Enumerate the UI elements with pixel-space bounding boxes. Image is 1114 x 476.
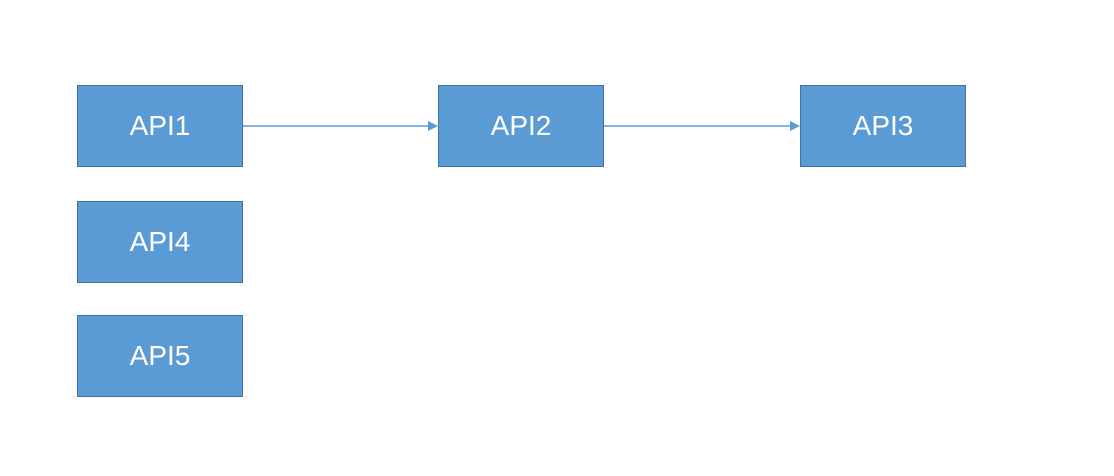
node-api5-label: API5	[129, 340, 191, 371]
node-api1: API1	[77, 85, 243, 167]
node-api1-label: API1	[129, 110, 191, 141]
node-api4: API4	[77, 201, 243, 283]
node-api3: API3	[800, 85, 966, 167]
node-api5: API5	[77, 315, 243, 397]
node-api2: API2	[438, 85, 604, 167]
node-api2-label: API2	[490, 110, 552, 141]
node-api4-label: API4	[129, 226, 191, 257]
node-api3-label: API3	[852, 110, 914, 141]
